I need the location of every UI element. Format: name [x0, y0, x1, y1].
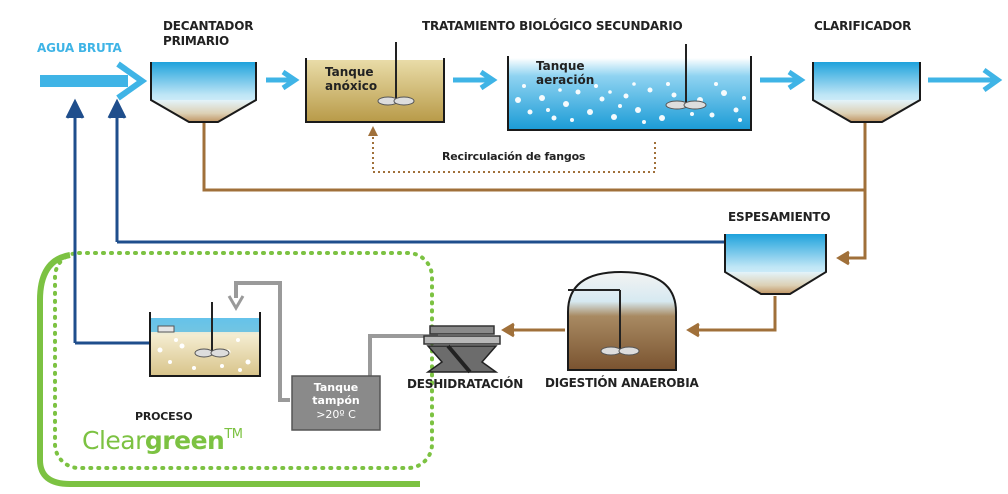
cleargreen-tank [149, 302, 261, 377]
brand-trademark: TM [224, 427, 243, 442]
sludge-recirculation-label: Recirculación de fangos [442, 150, 586, 163]
process-label: PROCESO [135, 410, 193, 423]
anaerobic-digestion-label: DIGESTIÓN ANAEROBIA [545, 376, 699, 390]
flow-arrows [266, 67, 1003, 93]
process-box-outer [37, 252, 420, 487]
grey-pipe-arrowhead [227, 295, 245, 311]
anoxic-tank-label-1: Tanque [325, 65, 374, 79]
secondary-treatment-label: TRATAMIENTO BIOLÓGICO SECUNDARIO [422, 19, 683, 33]
clarifier-label: CLARIFICADOR [814, 19, 912, 33]
brand-light: Clear [82, 426, 145, 455]
aeration-tank-label-1: Tanque [536, 59, 585, 73]
raw-water-label: AGUA BRUTA [37, 41, 122, 55]
anoxic-tank [305, 42, 445, 123]
anoxic-tank-label-2: anóxico [325, 79, 378, 93]
buffer-tank-label-2: tampón [312, 394, 360, 407]
aeration-tank-label-2: aeración [536, 73, 595, 87]
cleargreen-logo: CleargreenTM [82, 426, 243, 455]
raw-water-arrow [40, 61, 148, 101]
dewatering-label: DESHIDRATACIÓN [407, 377, 524, 391]
primary-settler-label-2: PRIMARIO [163, 34, 230, 48]
thickening-label: ESPESAMIENTO [728, 210, 831, 224]
buffer-tank [291, 375, 381, 431]
sludge-lines [202, 122, 867, 338]
return-lines [65, 98, 727, 345]
dewatering-unit [423, 325, 501, 374]
primary-settler-label-1: DECANTADOR [163, 19, 254, 33]
clarifier [812, 62, 921, 123]
buffer-tank-label-1: Tanque [313, 381, 359, 394]
recirculation-line [372, 132, 656, 173]
brand-bold: green [144, 426, 225, 455]
process-box-dotted [53, 251, 434, 470]
thickener [724, 234, 827, 295]
aeration-tank [507, 44, 752, 131]
primary-settler [150, 62, 257, 123]
anaerobic-digester [567, 270, 677, 371]
buffer-tank-label-3: >20º C [316, 408, 356, 421]
recirculation-arrowhead [368, 126, 378, 136]
